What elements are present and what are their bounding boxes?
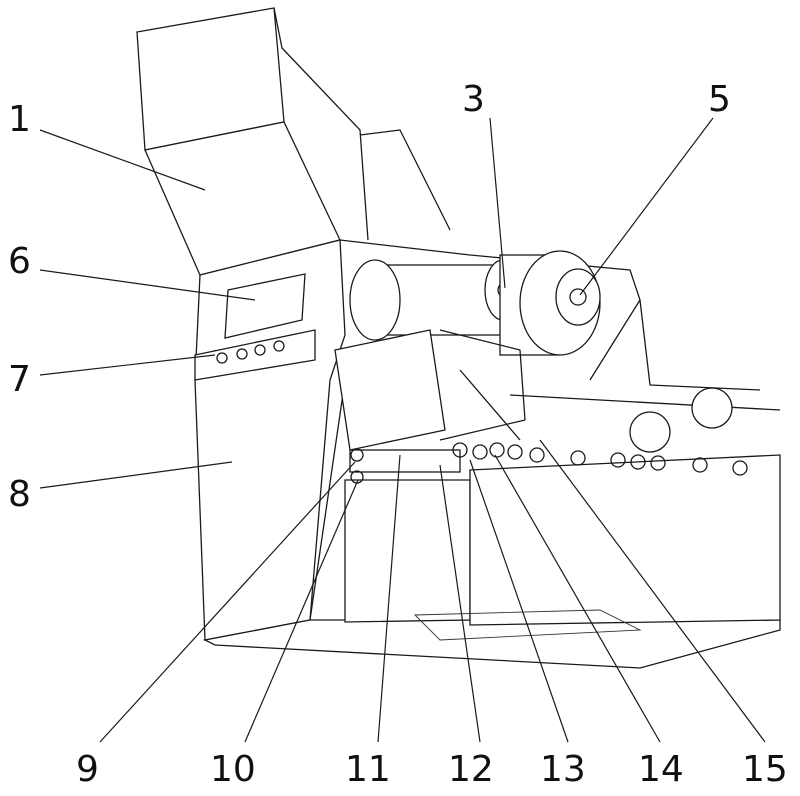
label-8: 8 (8, 474, 31, 515)
label-6: 6 (8, 241, 31, 282)
label-13: 13 (540, 749, 586, 790)
print-head (334, 329, 526, 484)
guide-rollers (472, 387, 781, 476)
control-panel (194, 273, 316, 381)
label-7: 7 (8, 359, 31, 400)
label-11: 11 (345, 749, 391, 790)
label-10: 10 (210, 749, 256, 790)
label-14: 14 (638, 749, 684, 790)
label-5: 5 (708, 79, 731, 120)
label-1: 1 (8, 99, 31, 140)
label-12: 12 (448, 749, 494, 790)
label-9: 9 (76, 749, 99, 790)
leader-lines (39, 117, 766, 743)
hopper (136, 7, 451, 276)
label-15: 15 (742, 749, 788, 790)
label-3: 3 (462, 79, 485, 120)
